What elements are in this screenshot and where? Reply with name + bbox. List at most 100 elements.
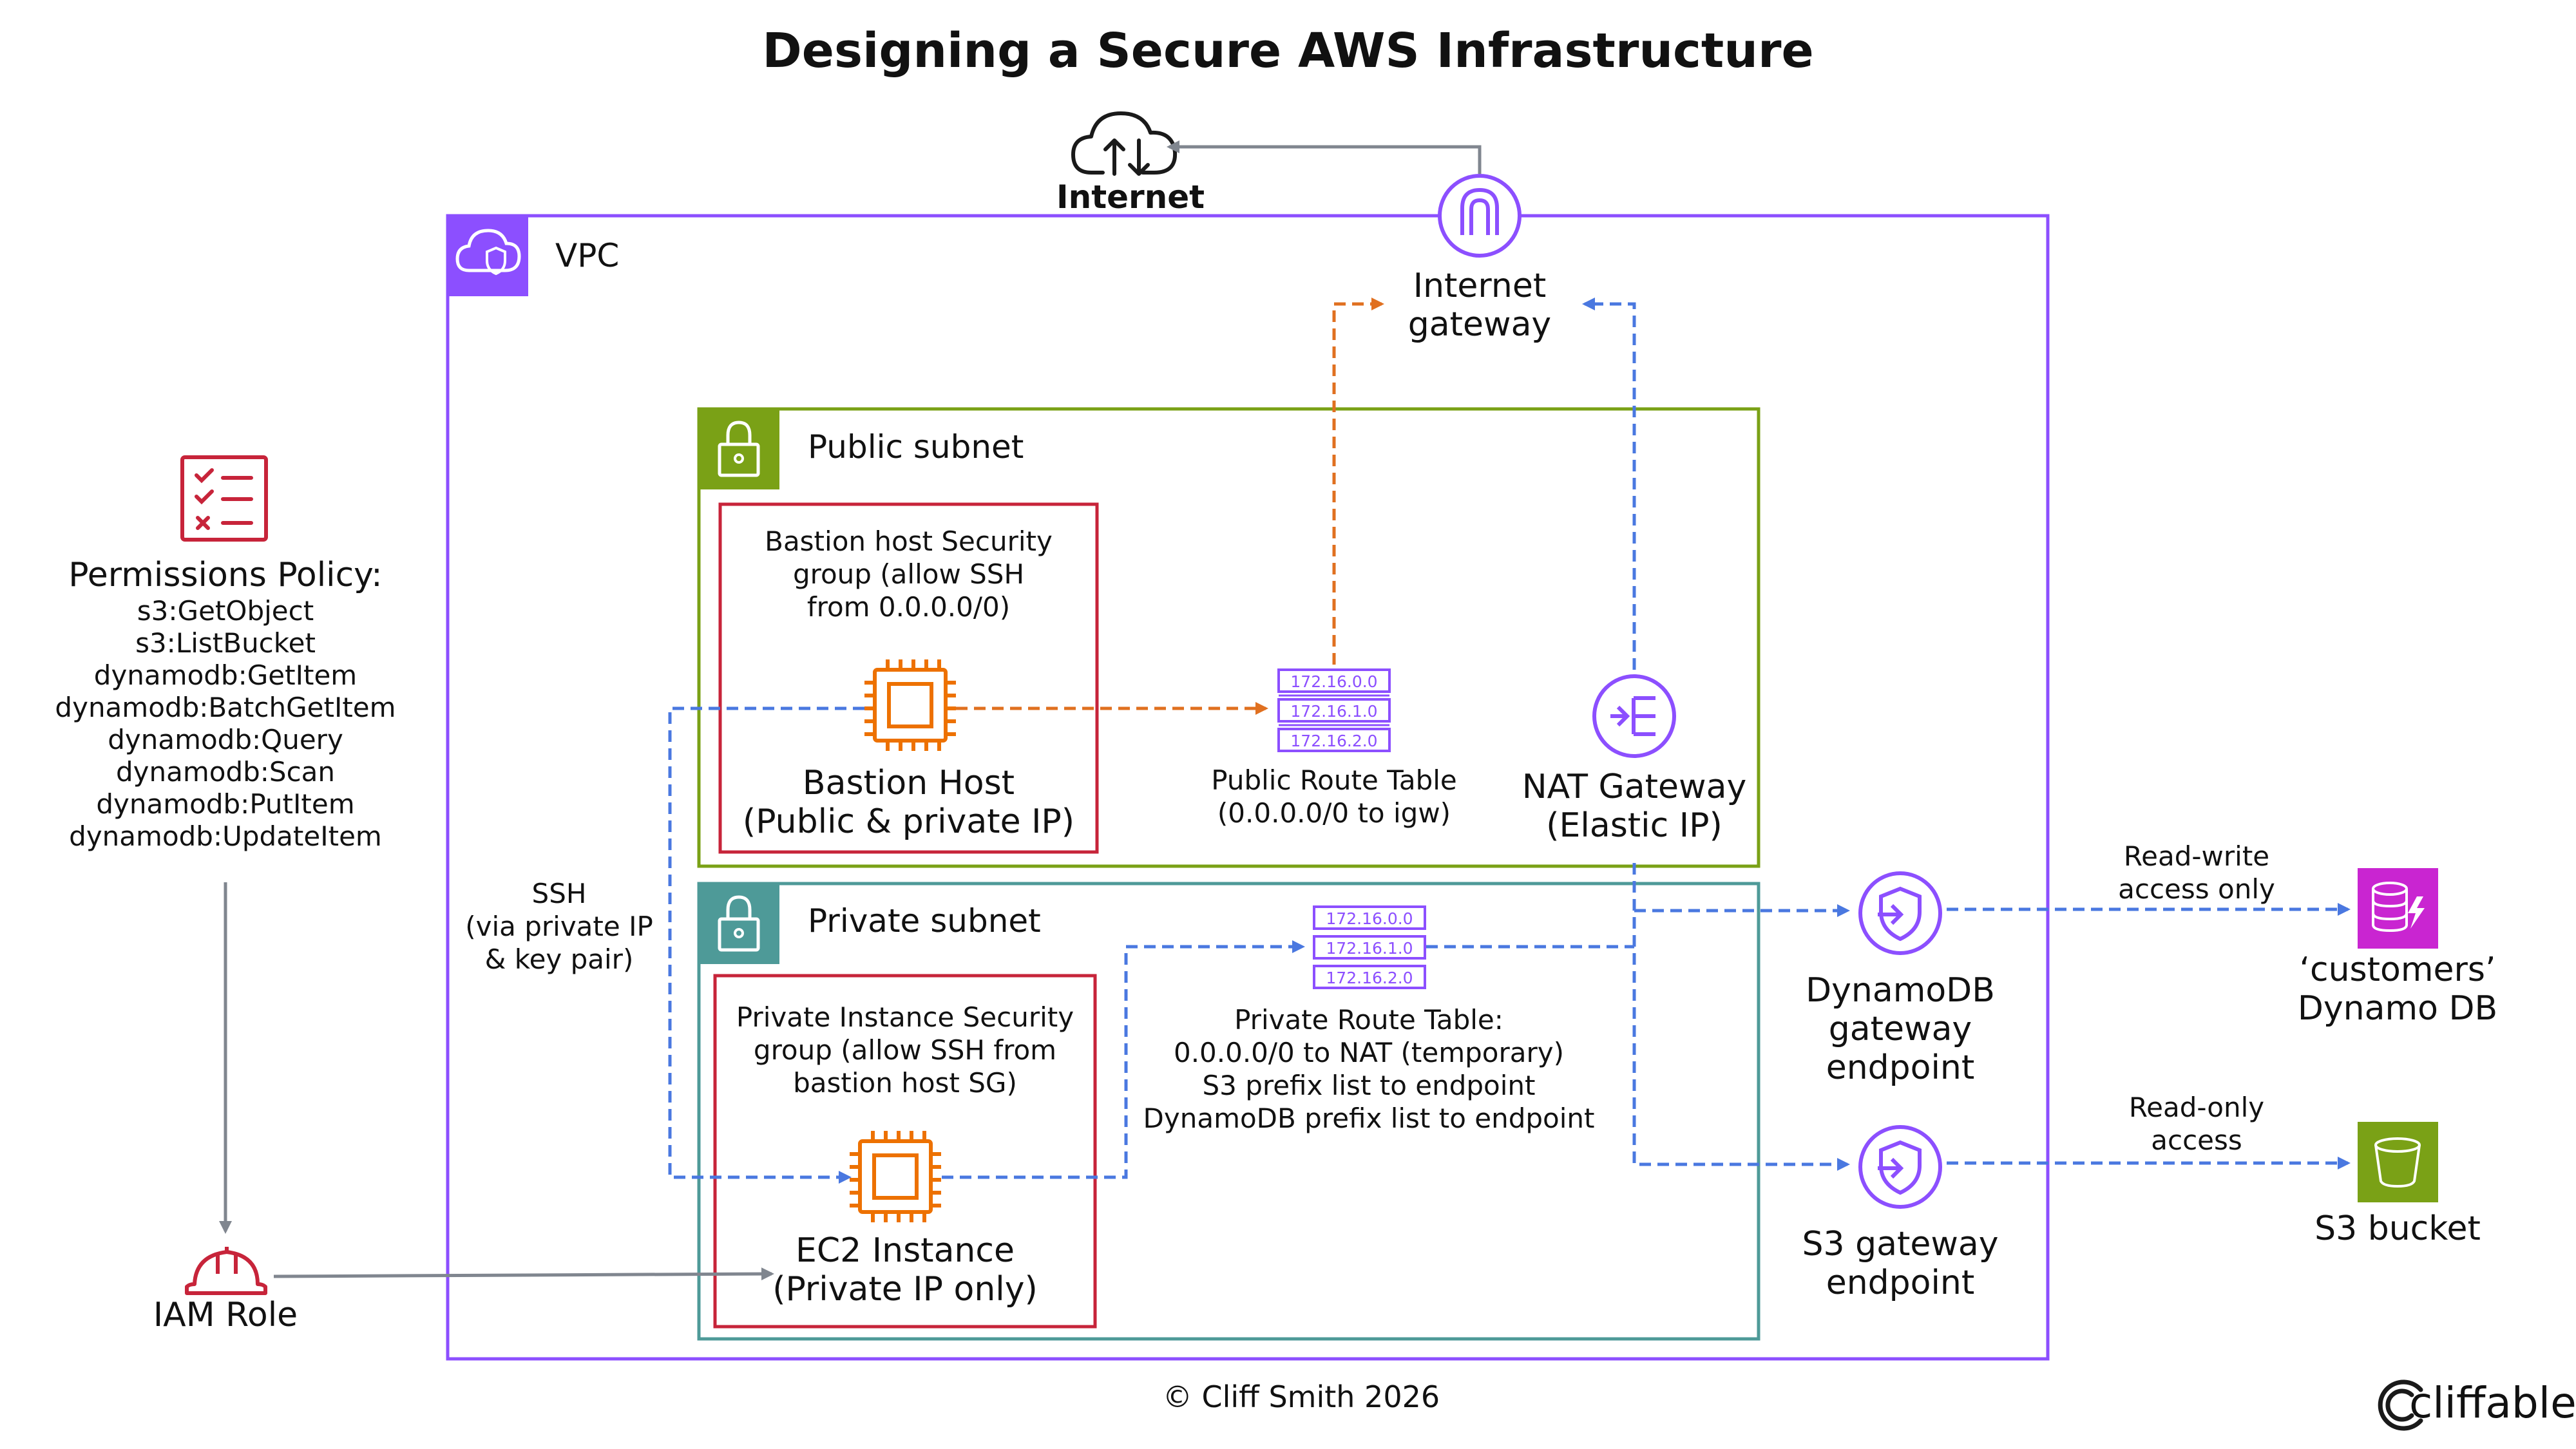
- route-entry: 172.16.1.0: [1290, 702, 1377, 721]
- private-security-group-box: [713, 974, 1097, 1329]
- public-subnet-label: Public subnet: [808, 428, 1024, 466]
- vpc-box: [446, 214, 2050, 1361]
- label-line: & key pair): [484, 943, 634, 975]
- label-line: Dynamo DB: [2297, 989, 2498, 1028]
- igw-to-internet-arrow: [1167, 140, 1482, 174]
- label-line: Private Instance Security: [736, 1001, 1074, 1033]
- private-sg-label: Private Instance Security group (allow S…: [715, 1001, 1095, 1099]
- dynamodb-access-label: Read-write access only: [2087, 840, 2306, 905]
- route-entry: 172.16.1.0: [1326, 939, 1413, 958]
- public-subnet-box: [697, 407, 1760, 868]
- vpc-label: VPC: [555, 237, 620, 274]
- dynamodb-icon: [2358, 868, 2438, 949]
- cliffable-logo-icon: [2378, 1379, 2423, 1431]
- cloud-upload-download-icon: [1071, 111, 1178, 176]
- vpc-cloud-shield-icon: [448, 216, 528, 296]
- label-line: ‘customers’: [2299, 951, 2496, 989]
- ec2-chip-icon: [864, 659, 956, 751]
- label-line: gateway: [1407, 305, 1552, 344]
- permissions-policy: Permissions Policy: s3:GetObject s3:List…: [26, 555, 425, 853]
- s3-bucket-label: S3 bucket: [2314, 1209, 2481, 1248]
- private-route-table-label: Private Route Table: 0.0.0.0/0 to NAT (t…: [1124, 1003, 1614, 1135]
- checklist-icon: [180, 455, 268, 542]
- label-line: S3 gateway: [1802, 1225, 1999, 1264]
- iam-role-to-ec2-arrow: [273, 1267, 774, 1281]
- route-table-to-igw-arrow: [1332, 298, 1384, 665]
- route-entry: 172.16.0.0: [1326, 909, 1413, 928]
- label-line: DynamoDB prefix list to endpoint: [1143, 1103, 1595, 1134]
- route-entry: 172.16.0.0: [1290, 672, 1377, 691]
- s3-endpoint-label: S3 gateway endpoint: [1781, 1225, 2019, 1302]
- internet-gateway-label: Internet gateway: [1383, 267, 1576, 344]
- ssh-bastion-to-ec2-arrow: [668, 706, 864, 1184]
- nat-to-igw-arrow: [1582, 298, 1636, 670]
- route-to-s3-endpoint-arrow: [1632, 863, 1850, 1171]
- bastion-sg-label: Bastion host Security group (allow SSH f…: [720, 525, 1097, 623]
- public-route-table-label: Public Route Table (0.0.0.0/0 to igw): [1173, 764, 1495, 829]
- policy-item: dynamodb:GetItem: [93, 659, 358, 691]
- bastion-host-label: Bastion Host (Public & private IP): [720, 764, 1097, 841]
- label-line: (Elastic IP): [1546, 806, 1722, 845]
- label-line: (Private IP only): [772, 1270, 1038, 1309]
- label-line: bastion host SG): [793, 1067, 1017, 1099]
- policy-item: dynamodb:UpdateItem: [69, 820, 382, 852]
- label-line: Read-write: [2123, 840, 2270, 872]
- label-line: 0.0.0.0/0 to NAT (temporary): [1173, 1037, 1565, 1068]
- label-line: Internet: [1413, 267, 1547, 305]
- bastion-security-group-box: [718, 502, 1099, 854]
- label-line: Read-only: [2128, 1092, 2265, 1123]
- page-title: Designing a Secure AWS Infrastructure: [762, 23, 1814, 79]
- policy-item: s3:ListBucket: [135, 627, 316, 659]
- label-line: Bastion host Security: [765, 526, 1053, 557]
- label-line: NAT Gateway: [1522, 768, 1747, 806]
- private-subnet-box: [697, 882, 1760, 1341]
- copyright: © Cliff Smith 2026: [1162, 1379, 1440, 1414]
- label-line: endpoint: [1826, 1048, 1975, 1087]
- policy-item: dynamodb:Query: [108, 724, 343, 755]
- internet-gateway-icon: [1438, 174, 1522, 258]
- ec2-to-private-route-table-arrow: [942, 940, 1305, 1179]
- policy-item: s3:GetObject: [137, 595, 314, 627]
- label-line: group (allow SSH from: [753, 1034, 1057, 1066]
- label-line: EC2 Instance: [796, 1231, 1015, 1270]
- route-entry: 172.16.2.0: [1290, 732, 1377, 750]
- private-subnet-label: Private subnet: [808, 902, 1041, 940]
- policy-item: dynamodb:BatchGetItem: [55, 692, 396, 723]
- nat-gateway-icon: [1592, 674, 1676, 758]
- label-line: from 0.0.0.0/0): [806, 591, 1011, 623]
- policy-item: dynamodb:Scan: [115, 756, 336, 788]
- lock-icon: [699, 409, 779, 489]
- label-line: (via private IP: [465, 911, 653, 942]
- s3-access-label: Read-only access: [2087, 1091, 2306, 1157]
- label-line: Bastion Host: [802, 764, 1015, 802]
- vpc-endpoint-icon: [1858, 1125, 1942, 1209]
- label-line: group (allow SSH: [792, 558, 1025, 590]
- label-line: Public Route Table: [1211, 764, 1457, 796]
- policy-item: dynamodb:PutItem: [96, 788, 355, 820]
- nat-gateway-label: NAT Gateway (Elastic IP): [1505, 768, 1763, 845]
- lock-icon: [699, 884, 779, 964]
- public-route-table-icon: 172.16.0.0 172.16.1.0 172.16.2.0: [1277, 668, 1391, 752]
- label-line: (0.0.0.0/0 to igw): [1217, 797, 1451, 829]
- ec2-chip-icon: [850, 1131, 941, 1222]
- label-line: endpoint: [1826, 1264, 1975, 1302]
- label-line: SSH: [531, 878, 587, 909]
- s3-bucket-icon: [2358, 1122, 2438, 1202]
- iam-role-label: IAM Role: [153, 1296, 298, 1334]
- ec2-instance-label: EC2 Instance (Private IP only): [715, 1231, 1095, 1309]
- brand-name: cliffable: [2409, 1378, 2576, 1428]
- label-line: S3 prefix list to endpoint: [1202, 1070, 1536, 1101]
- label-line: access only: [2118, 873, 2275, 905]
- dynamodb-table-label: ‘customers’ Dynamo DB: [2269, 951, 2526, 1028]
- label-line: Private Route Table:: [1234, 1004, 1503, 1036]
- route-entry: 172.16.2.0: [1326, 969, 1413, 987]
- label-line: (Public & private IP): [742, 802, 1075, 841]
- label-line: access: [2151, 1124, 2242, 1156]
- hard-hat-icon: [185, 1247, 267, 1295]
- label-line: gateway: [1828, 1010, 1972, 1048]
- private-route-table-icon: 172.16.0.0 172.16.1.0 172.16.2.0: [1313, 905, 1426, 989]
- ssh-note: SSH (via private IP & key pair): [463, 877, 656, 976]
- dynamodb-endpoint-label: DynamoDB gateway endpoint: [1781, 971, 2019, 1087]
- vpc-endpoint-icon: [1858, 871, 1942, 955]
